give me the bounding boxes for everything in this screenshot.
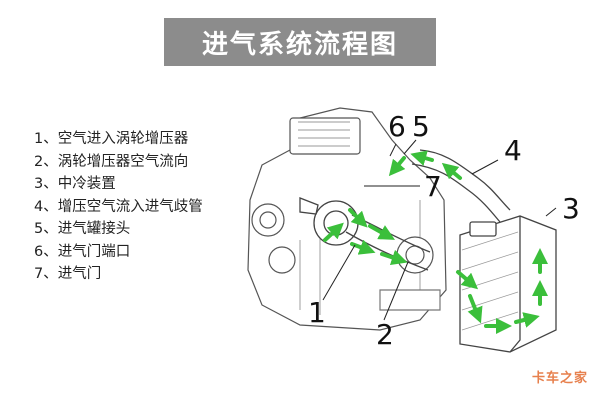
legend-list: 1、空气进入涡轮增压器 2、涡轮增压器空气流向 3、中冷装置 4、增压空气流入进…	[34, 128, 203, 286]
callout-7: 7	[424, 170, 442, 203]
callout-4: 4	[504, 134, 522, 167]
callout-3: 3	[562, 192, 580, 225]
callout-2: 2	[376, 318, 394, 351]
legend-item-5: 5、进气罐接头	[34, 221, 131, 237]
intercooler	[459, 215, 557, 353]
callout-6: 6	[388, 110, 406, 143]
legend-item-2: 2、涡轮增压器空气流向	[34, 153, 189, 170]
legend-item-4: 4、增压空气流入进气歧管	[34, 198, 203, 215]
legend-item-3: 3、中冷装置	[34, 176, 116, 192]
callout-1: 1	[308, 296, 326, 329]
watermark-logo: 卡车之家	[531, 371, 588, 386]
legend-item-6: 6、进气门端口	[34, 243, 131, 260]
leader-lines	[322, 139, 557, 321]
legend-item-1: 1、空气进入涡轮增压器	[34, 131, 189, 147]
legend-item-7: 7、进气门	[34, 266, 102, 282]
page-title: 进气系统流程图	[164, 18, 436, 66]
charge-pipe-upper	[411, 149, 511, 223]
airflow-arrows	[323, 150, 548, 334]
callout-5: 5	[412, 110, 430, 143]
